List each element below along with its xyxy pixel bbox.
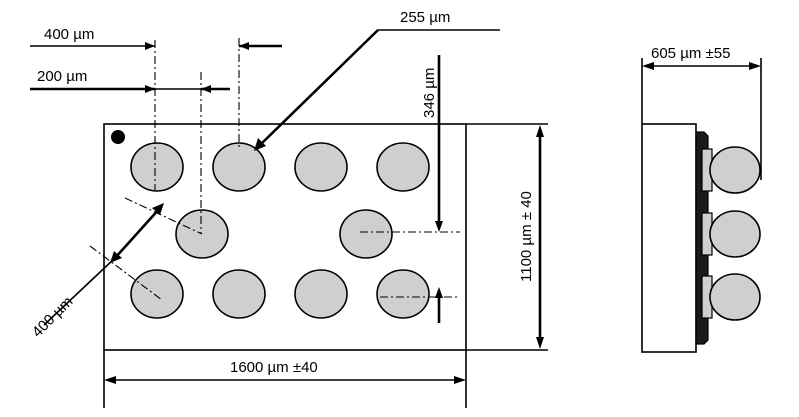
solder-ball (130, 269, 184, 319)
dim-400-top: 400 µm (30, 26, 282, 50)
dim-1100-label: 1100 µm ± 40 (518, 191, 535, 282)
ball-grid (130, 142, 430, 319)
side-view: 605 µm ±55 (641, 45, 762, 353)
solder-ball (212, 142, 266, 192)
dim-1600: 1600 µm ±40 (103, 350, 467, 408)
dim-1100: 1100 µm ± 40 (466, 123, 548, 351)
dim-255-label: 255 µm (400, 9, 450, 26)
solder-ball (294, 142, 348, 192)
dim-1600-label: 1600 µm ±40 (230, 359, 318, 376)
side-ball (709, 146, 761, 194)
solder-ball (376, 142, 430, 192)
solder-ball (212, 269, 266, 319)
dim-346: 346 µm (421, 55, 443, 323)
dim-346-label: 346 µm (421, 68, 438, 118)
dim-200-label: 200 µm (37, 68, 87, 85)
dim-400-top-label: 400 µm (44, 26, 94, 43)
side-ball (709, 210, 761, 258)
solder-ball (294, 269, 348, 319)
dim-400-diag-label: 400 µm (29, 293, 77, 341)
solder-ball (130, 142, 184, 192)
side-package-body (641, 123, 697, 353)
dim-200: 200 µm (30, 68, 230, 93)
center-lines (89, 38, 460, 301)
side-ball (709, 273, 761, 321)
dim-605-label: 605 µm ±55 (651, 45, 730, 62)
pin1-marker (111, 130, 125, 144)
solder-ball (339, 209, 393, 259)
dim-255-leader: 255 µm (254, 9, 500, 151)
solder-ball (376, 269, 430, 319)
